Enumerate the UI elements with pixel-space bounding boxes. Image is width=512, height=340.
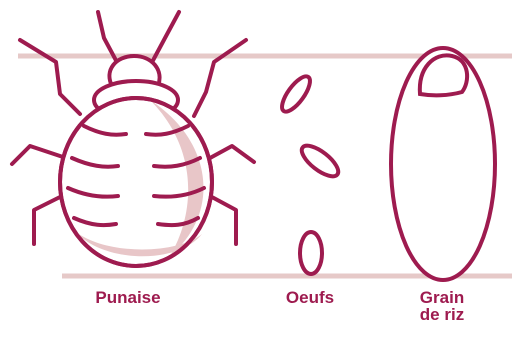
rice-grain-label-line2: de riz [398, 306, 486, 323]
bed-bug-icon [12, 12, 254, 266]
bug-label: Punaise [72, 289, 184, 306]
rice-grain-label-line1: Grain [398, 289, 486, 306]
eggs-label: Oeufs [272, 289, 348, 306]
rice-grain-label: Grain de riz [398, 289, 486, 323]
rice-grain-icon [391, 48, 495, 280]
eggs-icon [277, 72, 343, 274]
